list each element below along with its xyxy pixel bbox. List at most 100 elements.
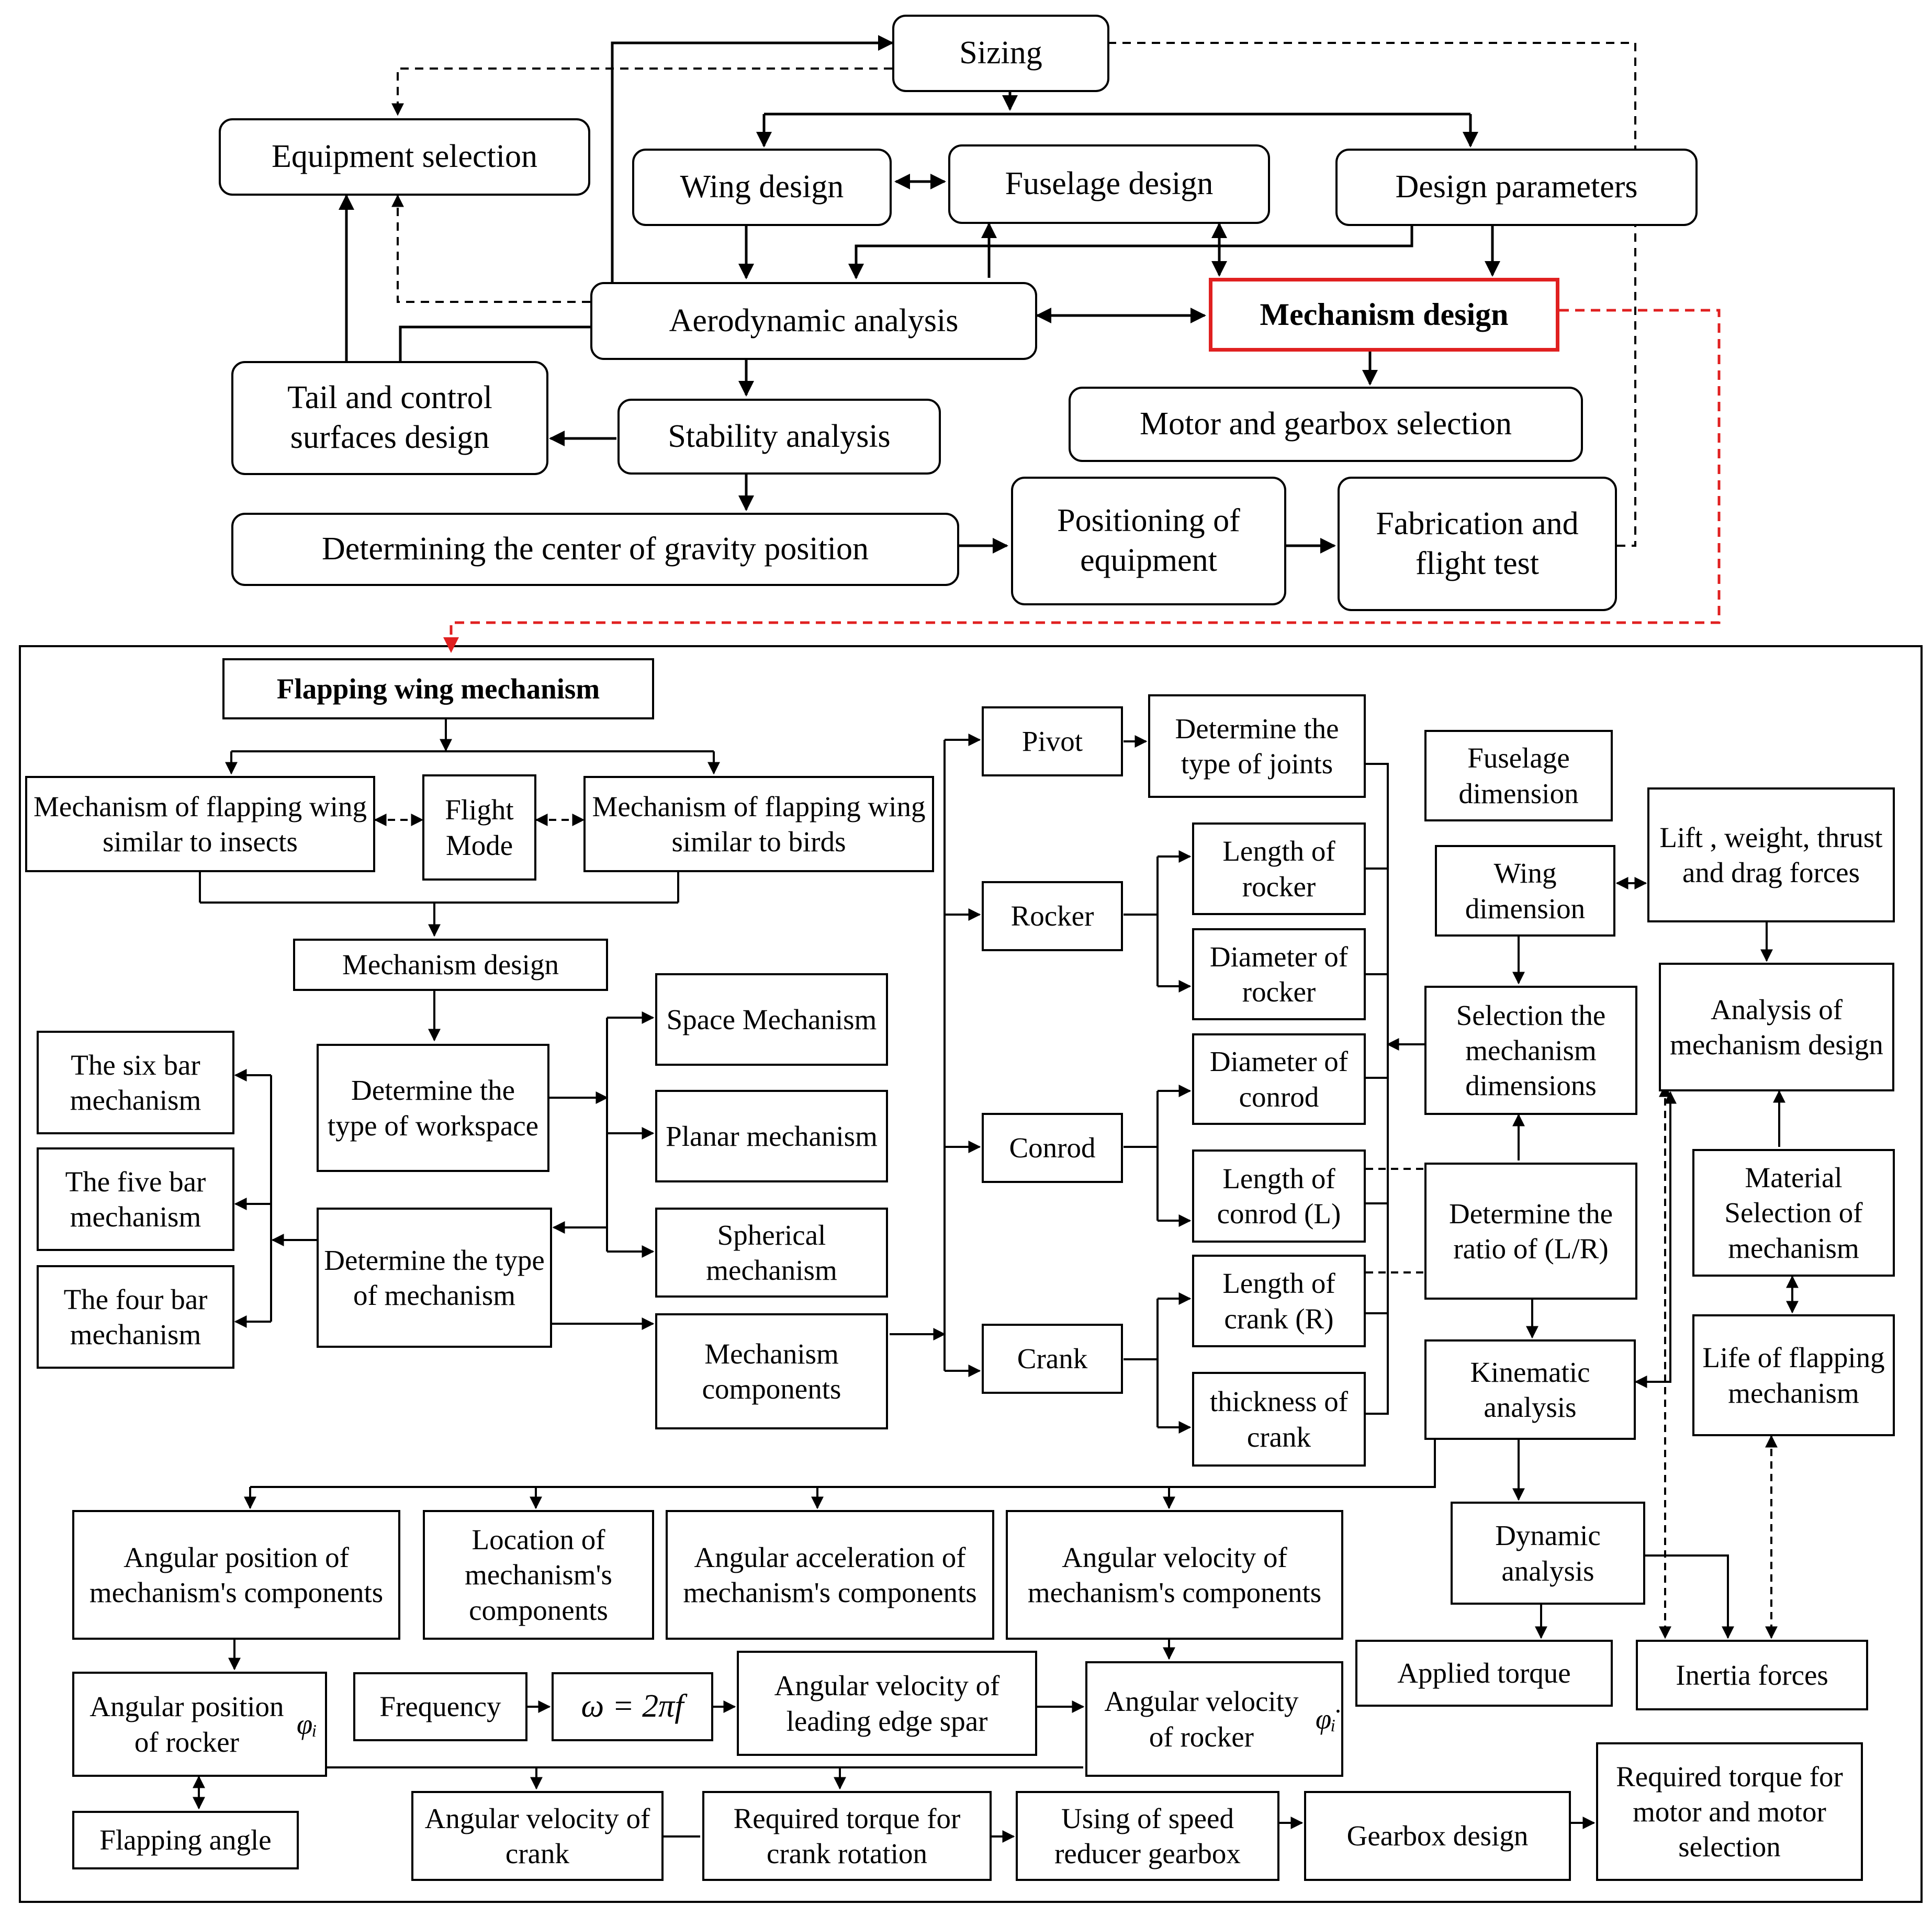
five-bar-label: The five bar mechanism <box>65 1165 206 1233</box>
location-components-label: Location of mechanism's components <box>465 1524 612 1626</box>
center-of-gravity-box: Determining the center of gravity positi… <box>231 513 959 586</box>
frequency-label: Frequency <box>379 1690 501 1723</box>
rocker-box: Rocker <box>982 881 1123 951</box>
flapping-wing-mechanism-box: Flapping wing mechanism <box>222 658 654 719</box>
flapping-wing-mechanism-label: Flapping wing mechanism <box>276 672 600 705</box>
mechanism-design-label: Mechanism design <box>1260 297 1509 332</box>
angular-velocity-rocker-symbol: φ̇ᵢ <box>1315 1703 1336 1735</box>
fabrication-flight-test-label: Fabrication and flight test <box>1376 505 1579 581</box>
angular-acceleration-components-box: Angular acceleration of mechanism's comp… <box>666 1510 994 1640</box>
omega-formula-box: ω = 2πf <box>552 1672 713 1741</box>
torque-motor-selection-box: Required torque for motor and motor sele… <box>1596 1742 1863 1881</box>
diameter-of-conrod-box: Diameter of conrod <box>1192 1033 1366 1125</box>
birds-mechanism-label: Mechanism of flapping wing similar to bi… <box>592 790 926 858</box>
frequency-box: Frequency <box>353 1672 527 1741</box>
flight-mode-box: Flight Mode <box>422 774 536 881</box>
motor-gearbox-selection-box: Motor and gearbox selection <box>1069 387 1583 462</box>
rocker-label: Rocker <box>1010 900 1094 932</box>
aerodynamic-analysis-label: Aerodynamic analysis <box>669 302 959 339</box>
space-mechanism-label: Space Mechanism <box>666 1003 877 1035</box>
type-of-joints-label: Determine the type of joints <box>1175 712 1339 780</box>
torque-crank-rotation-label: Required torque for crank rotation <box>733 1802 961 1869</box>
positioning-equipment-label: Positioning of equipment <box>1057 503 1240 578</box>
angular-velocity-components-label: Angular velocity of mechanism's componen… <box>1027 1541 1322 1608</box>
dynamic-analysis-label: Dynamic analysis <box>1495 1519 1601 1587</box>
crank-box: Crank <box>982 1324 1123 1394</box>
diameter-of-rocker-box: Diameter of rocker <box>1192 928 1366 1020</box>
kinematic-analysis-label: Kinematic analysis <box>1470 1356 1590 1423</box>
six-bar-label: The six bar mechanism <box>70 1049 201 1116</box>
detail-mechanism-design-label: Mechanism design <box>342 949 559 981</box>
angular-velocity-crank-label: Angular velocity of crank <box>424 1802 650 1869</box>
angular-position-components-label: Angular position of mechanism's componen… <box>89 1541 384 1608</box>
wing-design-box: Wing design <box>632 149 892 226</box>
six-bar-box: The six bar mechanism <box>37 1031 234 1134</box>
length-of-crank-label: Length of crank (R) <box>1222 1267 1335 1335</box>
angular-position-rocker-label: Angular position of rocker <box>89 1690 284 1758</box>
flapping-angle-label: Flapping angle <box>99 1824 272 1856</box>
pivot-label: Pivot <box>1021 725 1083 758</box>
type-of-joints-box: Determine the type of joints <box>1148 694 1366 798</box>
birds-mechanism-box: Mechanism of flapping wing similar to bi… <box>583 776 934 872</box>
selection-dimensions-label: Selection the mechanism dimensions <box>1456 999 1606 1102</box>
crank-label: Crank <box>1017 1343 1088 1375</box>
motor-gearbox-selection-label: Motor and gearbox selection <box>1139 406 1512 442</box>
analysis-mechanism-design-box: Analysis of mechanism design <box>1659 963 1894 1091</box>
torque-motor-selection-label: Required torque for motor and motor sele… <box>1616 1760 1843 1863</box>
location-components-box: Location of mechanism's components <box>423 1510 654 1640</box>
detail-mechanism-design-box: Mechanism design <box>293 939 608 991</box>
stability-analysis-label: Stability analysis <box>668 418 891 454</box>
fuselage-dimension-label: Fuselage dimension <box>1458 742 1579 809</box>
spherical-mechanism-label: Spherical mechanism <box>706 1219 837 1286</box>
forces-box: Lift , weight, thrust and drag forces <box>1647 787 1895 922</box>
five-bar-box: The five bar mechanism <box>37 1147 234 1251</box>
thickness-of-crank-box: thickness of crank <box>1192 1372 1366 1467</box>
angular-velocity-components-box: Angular velocity of mechanism's componen… <box>1006 1510 1343 1640</box>
angular-position-rocker-symbol: φᵢ <box>296 1708 318 1740</box>
sizing-label: Sizing <box>959 35 1042 71</box>
material-selection-label: Material Selection of mechanism <box>1724 1162 1863 1264</box>
type-of-mechanism-box: Determine the type of mechanism <box>317 1208 552 1348</box>
spherical-mechanism-box: Spherical mechanism <box>655 1208 888 1298</box>
length-of-crank-box: Length of crank (R) <box>1192 1255 1366 1347</box>
torque-crank-rotation-box: Required torque for crank rotation <box>702 1791 992 1881</box>
equipment-selection-box: Equipment selection <box>219 118 590 196</box>
kinematic-analysis-box: Kinematic analysis <box>1424 1339 1636 1440</box>
sizing-box: Sizing <box>892 15 1109 92</box>
omega-formula-label: ω = 2πf <box>581 1688 684 1725</box>
insects-mechanism-box: Mechanism of flapping wing similar to in… <box>25 776 375 872</box>
length-of-conrod-box: Length of conrod (L) <box>1192 1149 1366 1243</box>
space-mechanism-box: Space Mechanism <box>655 973 888 1066</box>
angular-position-rocker-box: Angular position of rocker φᵢ <box>72 1672 327 1777</box>
design-parameters-box: Design parameters <box>1335 149 1698 226</box>
length-of-rocker-label: Length of rocker <box>1222 835 1335 903</box>
conrod-box: Conrod <box>982 1113 1123 1183</box>
fabrication-flight-test-box: Fabrication and flight test <box>1338 477 1617 611</box>
type-of-workspace-label: Determine the type of workspace <box>327 1074 539 1142</box>
flapping-angle-box: Flapping angle <box>72 1811 299 1869</box>
wing-dimension-label: Wing dimension <box>1465 857 1586 925</box>
angular-velocity-crank-box: Angular velocity of crank <box>411 1791 664 1881</box>
type-of-workspace-box: Determine the type of workspace <box>317 1044 549 1172</box>
mechanism-components-box: Mechanism components <box>655 1313 888 1429</box>
speed-reducer-box: Using of speed reducer gearbox <box>1016 1791 1279 1881</box>
tail-control-surfaces-label: Tail and control surfaces design <box>287 380 492 455</box>
planar-mechanism-box: Planar mechanism <box>655 1090 888 1182</box>
mechanism-components-label: Mechanism components <box>702 1337 841 1405</box>
stability-analysis-box: Stability analysis <box>617 399 941 475</box>
forces-label: Lift , weight, thrust and drag forces <box>1659 821 1883 888</box>
detail-frame <box>19 645 1923 1903</box>
angular-velocity-spar-box: Angular velocity of leading edge spar <box>737 1651 1037 1756</box>
equipment-selection-label: Equipment selection <box>272 139 537 175</box>
wing-dimension-box: Wing dimension <box>1435 845 1615 937</box>
mechanism-design-box: Mechanism design <box>1209 278 1559 352</box>
selection-dimensions-box: Selection the mechanism dimensions <box>1424 986 1637 1115</box>
gearbox-design-label: Gearbox design <box>1346 1820 1529 1852</box>
length-of-rocker-box: Length of rocker <box>1192 822 1366 915</box>
tail-control-surfaces-box: Tail and control surfaces design <box>231 361 548 475</box>
angular-position-components-box: Angular position of mechanism's componen… <box>72 1510 400 1640</box>
ratio-lr-box: Determine the ratio of (L/R) <box>1424 1163 1637 1300</box>
life-of-mechanism-box: Life of flapping mechanism <box>1692 1314 1895 1436</box>
ratio-lr-label: Determine the ratio of (L/R) <box>1448 1197 1613 1265</box>
